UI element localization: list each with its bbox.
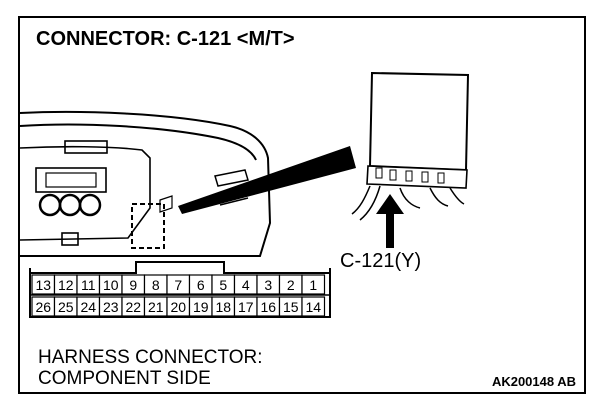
- connector-label: C-121(Y): [340, 250, 422, 272]
- pin-number: 8: [152, 277, 160, 293]
- pin-number: 22: [125, 299, 141, 315]
- figure-code: AK200148 AB: [491, 374, 576, 389]
- pin-number: 20: [170, 299, 186, 315]
- diagram-frame: CONNECTOR: C-121 <M/T>: [18, 16, 586, 394]
- pin-number: 14: [305, 299, 321, 315]
- connector-pointer-arrow: [376, 194, 404, 248]
- pin-number: 1: [309, 277, 317, 293]
- pin-number: 23: [103, 299, 119, 315]
- pin-cell: [301, 296, 326, 317]
- component-module-illustration: [351, 71, 470, 221]
- pin-number: 4: [242, 277, 250, 293]
- pin-number: 15: [283, 299, 299, 315]
- pin-number: 12: [58, 277, 74, 293]
- diagram-title: CONNECTOR: C-121 <M/T>: [36, 28, 295, 50]
- pin-number: 21: [148, 299, 164, 315]
- pin-number: 16: [260, 299, 276, 315]
- pin-number: 7: [174, 277, 182, 293]
- pin-number: 5: [219, 277, 227, 293]
- pin-number: 25: [58, 299, 74, 315]
- dashboard-illustration: [20, 110, 272, 257]
- pin-number: 9: [129, 277, 137, 293]
- pin-cell: [301, 274, 326, 295]
- pin-number: 26: [35, 299, 51, 315]
- pin-number: 18: [215, 299, 231, 315]
- pin-number: 19: [193, 299, 209, 315]
- pin-number: 13: [35, 277, 51, 293]
- pin-number: 2: [287, 277, 295, 293]
- pin-number: 17: [238, 299, 254, 315]
- pin-number: 11: [81, 277, 96, 293]
- pin-number: 3: [264, 277, 272, 293]
- pin-number: 6: [197, 277, 205, 293]
- caption-line-2: COMPONENT SIDE: [38, 368, 211, 389]
- callout-wedge: [178, 146, 356, 214]
- caption-line-1: HARNESS CONNECTOR:: [38, 347, 263, 368]
- connector-location-box: [131, 203, 165, 249]
- pin-number: 10: [103, 277, 119, 293]
- pin-number: 24: [80, 299, 96, 315]
